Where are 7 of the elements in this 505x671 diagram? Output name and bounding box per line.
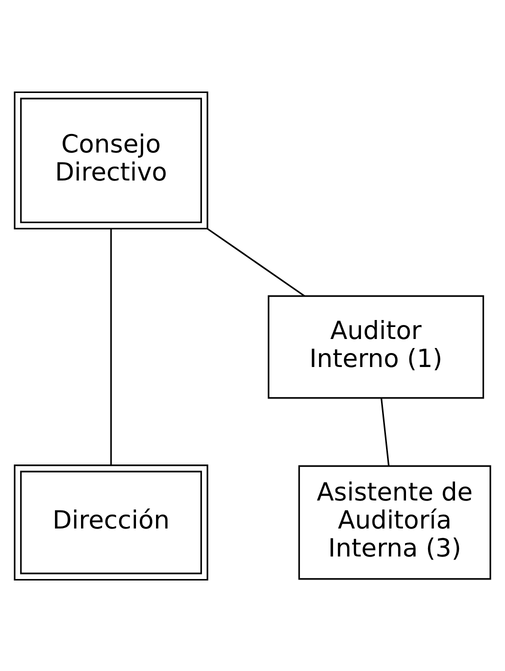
node-box: Consejo Directivo	[14, 90, 208, 229]
connector	[206, 228, 305, 296]
connector	[380, 397, 390, 466]
connector	[110, 228, 112, 465]
node-box: Auditor Interno (1)	[268, 294, 484, 398]
node-box: Asistente de Auditoría Interna (3)	[298, 464, 492, 580]
node-box: Dirección	[14, 464, 208, 580]
